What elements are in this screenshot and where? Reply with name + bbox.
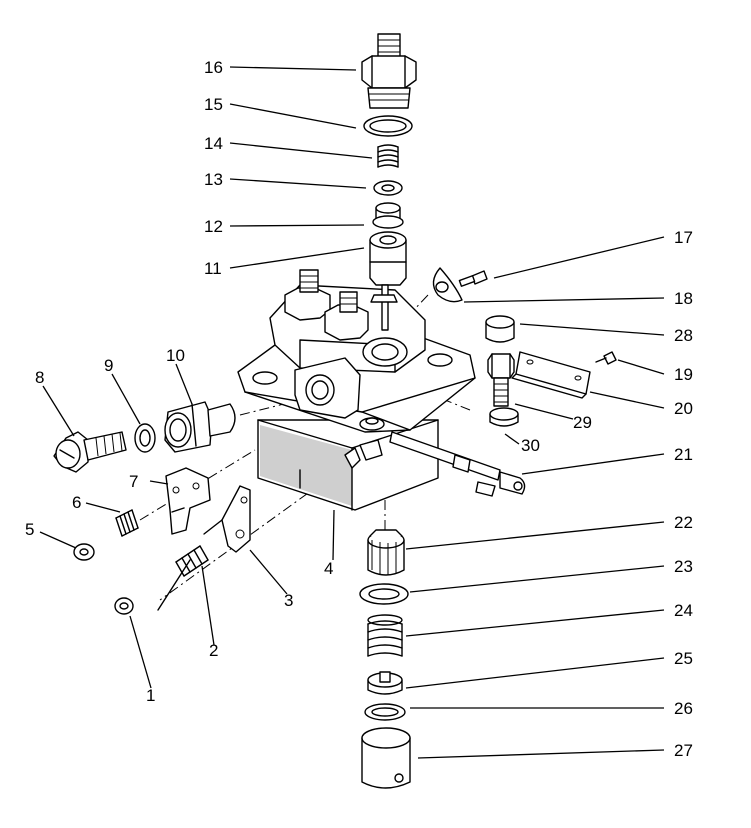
part-6-spring bbox=[115, 509, 139, 537]
callout-18: 18 bbox=[674, 289, 693, 308]
callout-11: 11 bbox=[204, 259, 222, 278]
left-fitting-parts bbox=[53, 401, 236, 473]
callout-30: 30 bbox=[521, 436, 540, 455]
part-10-inlet-fitting bbox=[164, 401, 236, 453]
part-5-retaining-clip bbox=[73, 543, 95, 561]
callout-labels: 16 15 14 13 12 11 17 18 28 19 20 29 30 2… bbox=[25, 58, 693, 760]
part-1-retaining-clip bbox=[114, 597, 134, 615]
part-27-tappet bbox=[361, 727, 411, 789]
right-upper-parts bbox=[432, 267, 617, 427]
delivery-valve-stack bbox=[361, 33, 417, 331]
callout-15: 15 bbox=[204, 95, 223, 114]
callout-28: 28 bbox=[674, 326, 693, 345]
part-21-control-rod bbox=[389, 431, 526, 497]
callout-20: 20 bbox=[674, 399, 693, 418]
part-7-bracket bbox=[165, 467, 211, 535]
part-30-washer bbox=[489, 407, 519, 427]
callout-6: 6 bbox=[72, 493, 81, 512]
callout-19: 19 bbox=[674, 365, 693, 384]
callout-17: 17 bbox=[674, 228, 693, 247]
callout-5: 5 bbox=[25, 520, 34, 539]
part-16-valve-holder bbox=[361, 33, 417, 109]
callout-9: 9 bbox=[104, 356, 113, 375]
callout-3: 3 bbox=[284, 591, 293, 610]
tappet-stack bbox=[359, 529, 411, 789]
callout-8: 8 bbox=[35, 368, 44, 387]
callout-22: 22 bbox=[674, 513, 693, 532]
governor-parts bbox=[73, 467, 251, 615]
callout-21: 21 bbox=[674, 445, 693, 464]
part-22-control-sleeve-gear bbox=[367, 529, 405, 576]
callout-13: 13 bbox=[204, 170, 223, 189]
callout-12: 12 bbox=[204, 217, 223, 236]
part-3-governor-lever bbox=[157, 485, 251, 611]
part-12-delivery-valve bbox=[372, 202, 404, 229]
callout-1: 1 bbox=[146, 686, 155, 705]
callout-4: 4 bbox=[324, 559, 333, 578]
part-8-banjo-bolt bbox=[53, 431, 127, 473]
leader-lines bbox=[39, 66, 665, 759]
callout-2: 2 bbox=[209, 641, 218, 660]
callout-26: 26 bbox=[674, 699, 693, 718]
part-24-plunger-spring bbox=[367, 614, 403, 657]
part-17-screw bbox=[458, 270, 488, 287]
part-11-plunger-element bbox=[369, 231, 407, 331]
pump-housing bbox=[237, 269, 476, 511]
part-25-spring-seat bbox=[367, 671, 403, 695]
callout-16: 16 bbox=[204, 58, 223, 77]
callout-24: 24 bbox=[674, 601, 693, 620]
part-19-screw bbox=[595, 351, 617, 365]
callout-10: 10 bbox=[166, 346, 185, 365]
part-28-cap bbox=[485, 315, 515, 343]
part-14-spring bbox=[377, 144, 399, 168]
callout-23: 23 bbox=[674, 557, 693, 576]
callout-7: 7 bbox=[129, 472, 138, 491]
part-29-bolt bbox=[487, 353, 515, 407]
part-20-plate bbox=[511, 351, 591, 399]
callout-14: 14 bbox=[204, 134, 223, 153]
callout-29: 29 bbox=[573, 413, 592, 432]
callout-27: 27 bbox=[674, 741, 693, 760]
callout-25: 25 bbox=[674, 649, 693, 668]
part-2-governor-spring bbox=[175, 545, 209, 577]
